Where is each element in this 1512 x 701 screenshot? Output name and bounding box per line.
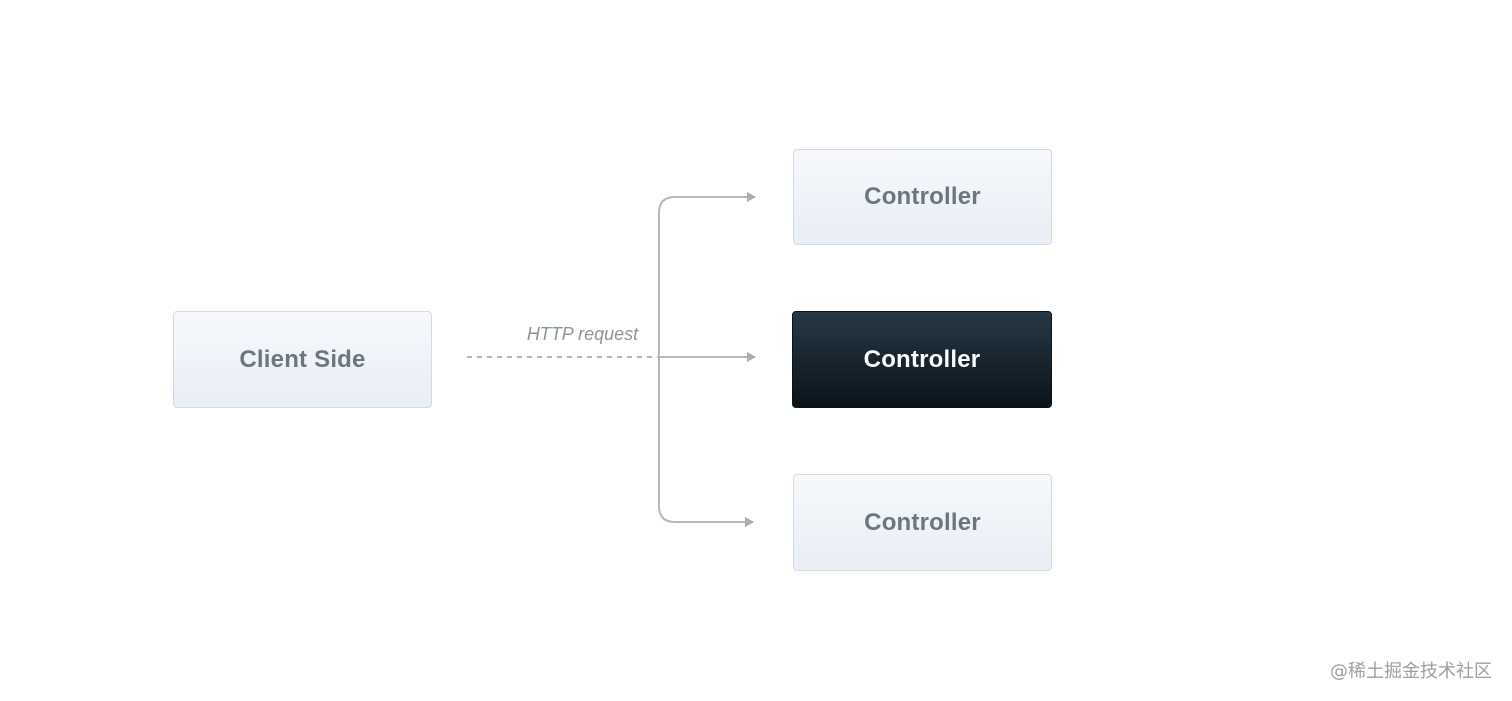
watermark: @稀土掘金技术社区 (1330, 661, 1492, 682)
controller-label: Controller (863, 345, 981, 373)
client-side-label: Client Side (239, 345, 366, 373)
controller-label: Controller (864, 508, 981, 536)
controller-label: Controller (864, 183, 981, 210)
controller-node-highlighted: Controller (792, 311, 1052, 408)
controller-node-top: Controller (793, 149, 1052, 245)
http-request-label: HTTP request (526, 324, 639, 344)
controller-node-bottom: Controller (793, 474, 1052, 571)
branch-spine (658, 196, 754, 527)
client-side-node: Client Side (173, 311, 432, 408)
